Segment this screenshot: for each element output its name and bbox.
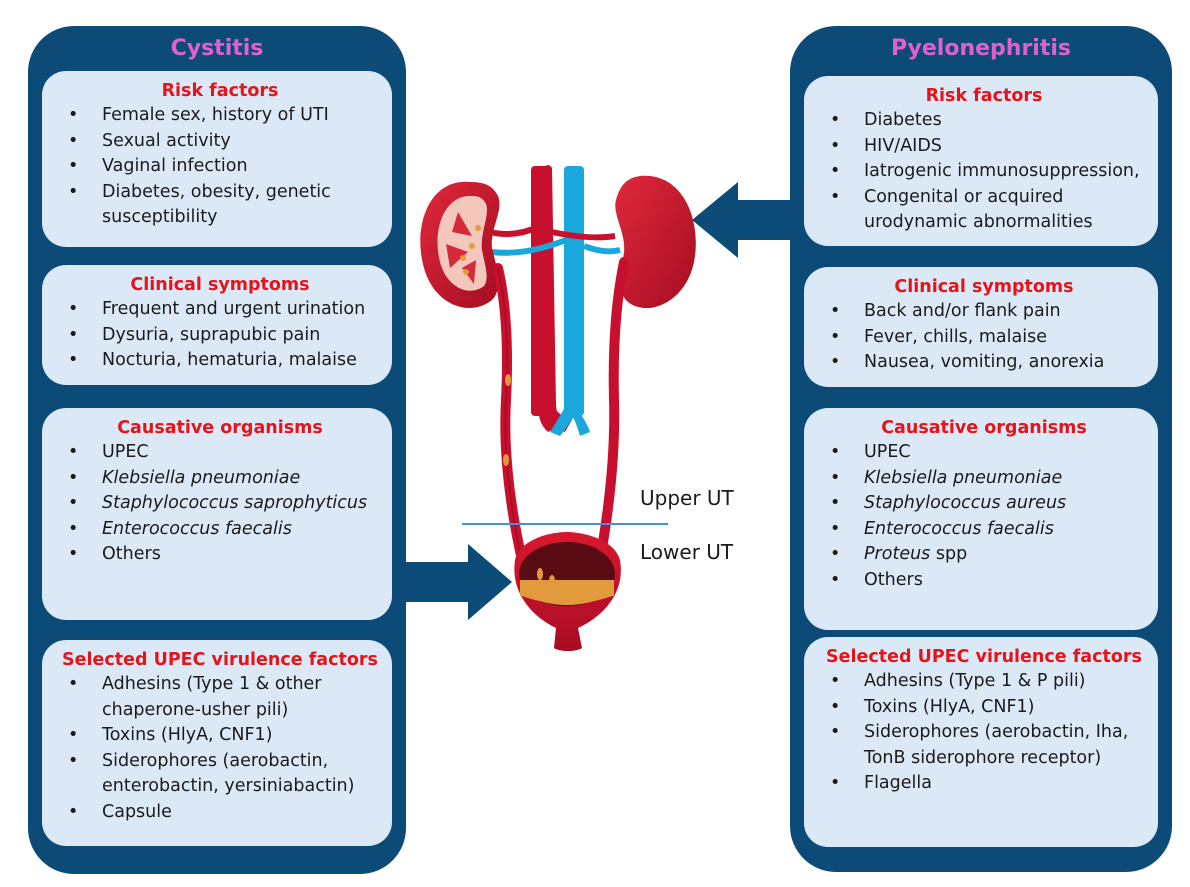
list-item: •Klebsiella pneumoniae	[830, 467, 1063, 488]
list-item: •Staphylococcus saprophyticus	[68, 493, 368, 513]
pyelonephritis-symptoms-card: Clinical symptoms •Back and/or flank pai…	[804, 267, 1158, 387]
pyelonephritis-risk-card: Risk factors •Diabetes •HIV/AIDS •Iatrog…	[804, 76, 1158, 246]
list-item: •Adhesins (Type 1 & other chaperone-ushe…	[68, 674, 322, 720]
list-item: •Nausea, vomiting, anorexia	[830, 352, 1105, 372]
card-heading: Causative organisms	[117, 418, 323, 438]
list-item: •Congenital or acquired urodynamic abnor…	[830, 186, 1093, 233]
card-heading: Clinical symptoms	[130, 275, 310, 295]
list-item: •UPEC	[830, 442, 911, 462]
list-item: •Iatrogenic immunosuppression,	[830, 161, 1140, 181]
arrow-to-kidney	[692, 182, 805, 258]
pyelonephritis-title: Pyelonephritis	[891, 36, 1071, 61]
list-item: •Nocturia, hematuria, malaise	[68, 350, 357, 370]
card-heading: Clinical symptoms	[894, 277, 1074, 297]
list-item: •Siderophores (aerobactin, enterobactin,…	[68, 750, 355, 797]
card-heading: Causative organisms	[881, 418, 1087, 438]
list-item: •Diabetes	[830, 110, 942, 130]
list-item: •Toxins (HlyA, CNF1)	[68, 725, 273, 745]
lower-ut-label: Lower UT	[640, 540, 734, 564]
arrow-to-bladder	[398, 544, 512, 620]
cystitis-virulence-card: Selected UPEC virulence factors •Adhesin…	[42, 640, 392, 846]
card-heading: Selected UPEC virulence factors	[826, 647, 1142, 667]
bladder	[514, 532, 621, 651]
right-kidney	[615, 175, 696, 309]
list-item: •UPEC	[68, 442, 149, 462]
list-item: •Toxins (HlyA, CNF1)	[830, 696, 1035, 717]
list-item: •Sexual activity	[68, 130, 231, 151]
cystitis-organisms-card: Causative organisms •UPEC •Klebsiella pn…	[42, 408, 392, 620]
list-item: •Back and/or flank pain	[830, 301, 1061, 321]
card-heading: Risk factors	[161, 81, 279, 101]
cystitis-symptoms-card: Clinical symptoms •Frequent and urgent u…	[42, 265, 392, 385]
list-item: •Diabetes, obesity, genetic susceptibili…	[68, 181, 331, 228]
left-ureter	[493, 263, 527, 565]
list-item: •Adhesins (Type 1 & P pili)	[830, 671, 1086, 691]
list-item: •Female sex, history of UTI	[68, 105, 329, 125]
list-item: •Staphylococcus aureus	[830, 493, 1067, 513]
list-item: •Vaginal infection	[68, 156, 248, 176]
list-item: •Fever, chills, malaise	[830, 326, 1047, 347]
list-item: •Proteus spp	[830, 544, 968, 564]
pyelonephritis-virulence-card: Selected UPEC virulence factors •Adhesin…	[804, 637, 1158, 847]
list-item: •Frequent and urgent urination	[68, 299, 366, 319]
list-item: •Enterococcus faecalis	[830, 518, 1054, 539]
card-heading: Selected UPEC virulence factors	[62, 650, 378, 670]
right-ureter	[595, 257, 629, 565]
list-item: •Enterococcus faecalis	[68, 518, 292, 539]
card-heading: Risk factors	[925, 86, 1043, 106]
list-item: •Siderophores (aerobactin, Iha, TonB sid…	[830, 722, 1129, 768]
list-item: •Capsule	[68, 801, 172, 822]
cystitis-risk-card: Risk factors •Female sex, history of UTI…	[42, 71, 392, 247]
list-item: •Flagella	[830, 773, 932, 793]
pyelonephritis-organisms-card: Causative organisms •UPEC •Klebsiella pn…	[804, 408, 1158, 630]
list-item: •HIV/AIDS	[830, 135, 942, 156]
list-item: •Others	[68, 544, 161, 564]
left-kidney	[420, 181, 500, 309]
list-item: •Others	[830, 569, 923, 590]
upper-ut-label: Upper UT	[640, 486, 734, 510]
cystitis-title: Cystitis	[170, 36, 264, 61]
list-item: •Dysuria, suprapubic pain	[68, 324, 321, 345]
list-item: •Klebsiella pneumoniae	[68, 467, 301, 488]
